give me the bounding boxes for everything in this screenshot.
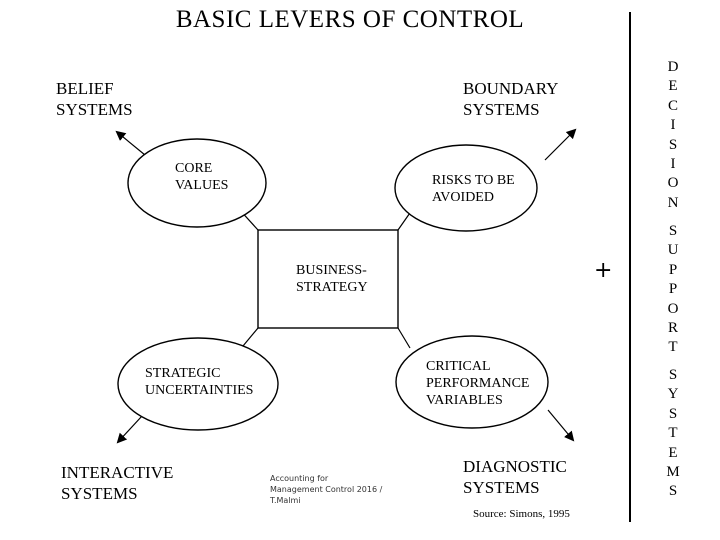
- strategy-box: [257, 229, 399, 329]
- vertical-letter: I: [670, 156, 676, 173]
- vertical-letter: I: [670, 117, 676, 134]
- vertical-letter: S: [668, 483, 678, 500]
- vertical-letter: U: [667, 242, 679, 259]
- vertical-letter: S: [668, 136, 678, 153]
- vertical-letter: P: [668, 281, 678, 298]
- vertical-letter: D: [667, 59, 679, 75]
- vertical-letter: T: [668, 425, 678, 442]
- boundary-systems-label: BOUNDARY SYSTEMS: [463, 79, 559, 119]
- interactive-systems-label: INTERACTIVE SYSTEMS: [61, 463, 174, 503]
- critical-variables-label: CRITICAL PERFORMANCE VARIABLES: [426, 359, 530, 408]
- vertical-letter: E: [668, 78, 678, 95]
- arrow-interactive: [116, 415, 143, 444]
- arrow-diagnostic: [547, 409, 575, 442]
- core-values-label: CORE VALUES: [175, 161, 229, 193]
- vertical-letter: C: [667, 97, 678, 114]
- risks-label: RISKS TO BE AVOIDED: [432, 173, 515, 205]
- ellipse-risks: [394, 144, 538, 232]
- vertical-letter: N: [667, 194, 679, 211]
- vertical-letter: S: [668, 367, 678, 383]
- vertical-letter: T: [668, 339, 678, 356]
- vertical-letter: R: [667, 320, 678, 337]
- vertical-letter: S: [668, 405, 678, 422]
- source-citation: Source: Simons, 1995: [473, 508, 570, 520]
- ellipse-core-values: [127, 138, 267, 228]
- page-title: BASIC LEVERS OF CONTROL: [175, 6, 525, 33]
- vertical-letter: E: [668, 444, 678, 461]
- vertical-letter: P: [668, 261, 678, 278]
- vertical-letter: O: [667, 300, 679, 317]
- arrow-boundary: [544, 128, 577, 161]
- ellipse-critical-variables: [395, 335, 549, 429]
- vertical-letter: M: [666, 464, 680, 481]
- strategy-label: BUSINESS- STRATEGY: [296, 263, 368, 295]
- footer-credit: Accounting for Management Control 2016 /…: [270, 474, 383, 505]
- vertical-letter: S: [668, 223, 678, 239]
- arrow-belief: [115, 130, 146, 156]
- ellipse-strategic-uncertainties: [117, 337, 279, 431]
- vertical-letter: O: [667, 175, 679, 192]
- connector-critical-variables: [397, 327, 411, 349]
- belief-systems-label: BELIEF SYSTEMS: [56, 79, 133, 119]
- strategic-uncertainties-label: STRATEGIC UNCERTAINTIES: [145, 366, 254, 398]
- diagnostic-systems-label: DIAGNOSTIC SYSTEMS: [463, 457, 567, 497]
- plus-sign: +: [594, 258, 613, 283]
- vertical-letter: Y: [667, 386, 679, 403]
